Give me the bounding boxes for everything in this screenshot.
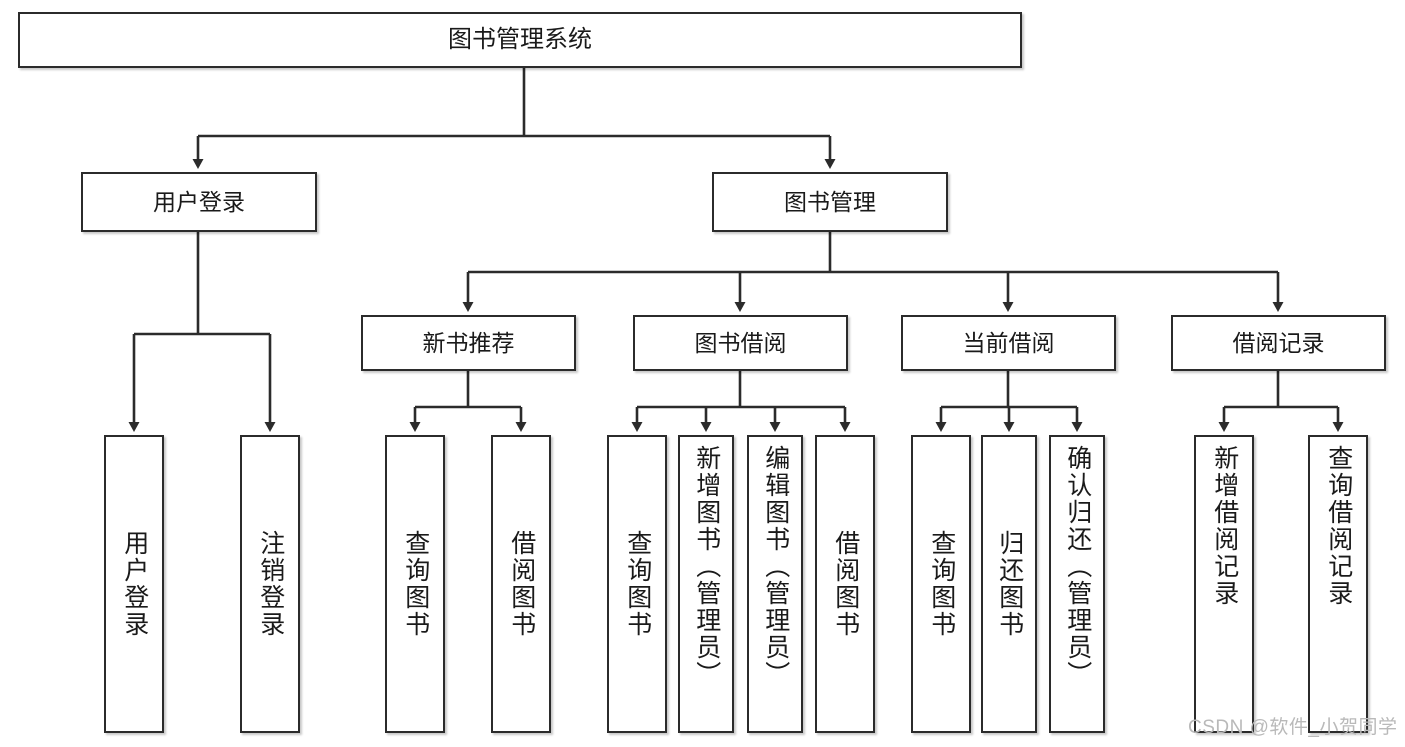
node-leaf-query-book-3-label: 查询图书 [927,530,956,638]
node-current-borrow[interactable]: 当前借阅 [901,315,1116,371]
node-leaf-borrow-book-2-label: 借阅图书 [831,530,860,638]
node-leaf-borrow-book-1[interactable]: 借阅图书 [491,435,551,733]
node-leaf-query-book-1-label: 查询图书 [401,530,430,638]
node-book-borrow[interactable]: 图书借阅 [633,315,848,371]
node-leaf-borrow-book-2[interactable]: 借阅图书 [815,435,875,733]
node-leaf-logout-login-label: 注销登录 [256,530,285,638]
node-leaf-query-book-2-label: 查询图书 [623,530,652,638]
node-borrow-record-label: 借阅记录 [1232,329,1325,356]
node-new-book-recommend-label: 新书推荐 [422,329,515,356]
node-leaf-return-book-label: 归还图书 [995,530,1024,638]
node-leaf-borrow-book-1-label: 借阅图书 [507,530,536,638]
node-leaf-return-book[interactable]: 归还图书 [981,435,1037,733]
node-book-borrow-label: 图书借阅 [694,329,787,356]
node-leaf-confirm-return-label: 确认归还（管理员） [1063,445,1092,688]
node-leaf-add-record[interactable]: 新增借阅记录 [1194,435,1254,733]
node-leaf-query-record[interactable]: 查询借阅记录 [1308,435,1368,733]
node-borrow-record[interactable]: 借阅记录 [1171,315,1386,371]
node-leaf-query-book-2[interactable]: 查询图书 [607,435,667,733]
node-leaf-query-record-label: 查询借阅记录 [1324,445,1353,607]
node-leaf-confirm-return[interactable]: 确认归还（管理员） [1049,435,1105,733]
node-user-login[interactable]: 用户登录 [81,172,317,232]
node-leaf-edit-book-label: 编辑图书（管理员） [761,445,790,688]
node-leaf-add-book-label: 新增图书（管理员） [692,445,721,688]
node-book-manage-label: 图书管理 [784,188,876,215]
node-leaf-query-book-3[interactable]: 查询图书 [911,435,971,733]
node-book-manage[interactable]: 图书管理 [712,172,948,232]
node-user-login-label: 用户登录 [153,188,245,215]
node-root[interactable]: 图书管理系统 [18,12,1022,68]
node-leaf-user-login[interactable]: 用户登录 [104,435,164,733]
node-leaf-logout-login[interactable]: 注销登录 [240,435,300,733]
node-leaf-query-book-1[interactable]: 查询图书 [385,435,445,733]
node-new-book-recommend[interactable]: 新书推荐 [361,315,576,371]
node-root-label: 图书管理系统 [448,26,592,54]
node-leaf-add-book[interactable]: 新增图书（管理员） [678,435,734,733]
node-leaf-add-record-label: 新增借阅记录 [1210,445,1239,607]
csdn-watermark: CSDN @软件_小贺同学 [1188,717,1398,738]
node-current-borrow-label: 当前借阅 [962,329,1055,356]
node-leaf-user-login-label: 用户登录 [120,530,149,638]
node-leaf-edit-book[interactable]: 编辑图书（管理员） [747,435,803,733]
